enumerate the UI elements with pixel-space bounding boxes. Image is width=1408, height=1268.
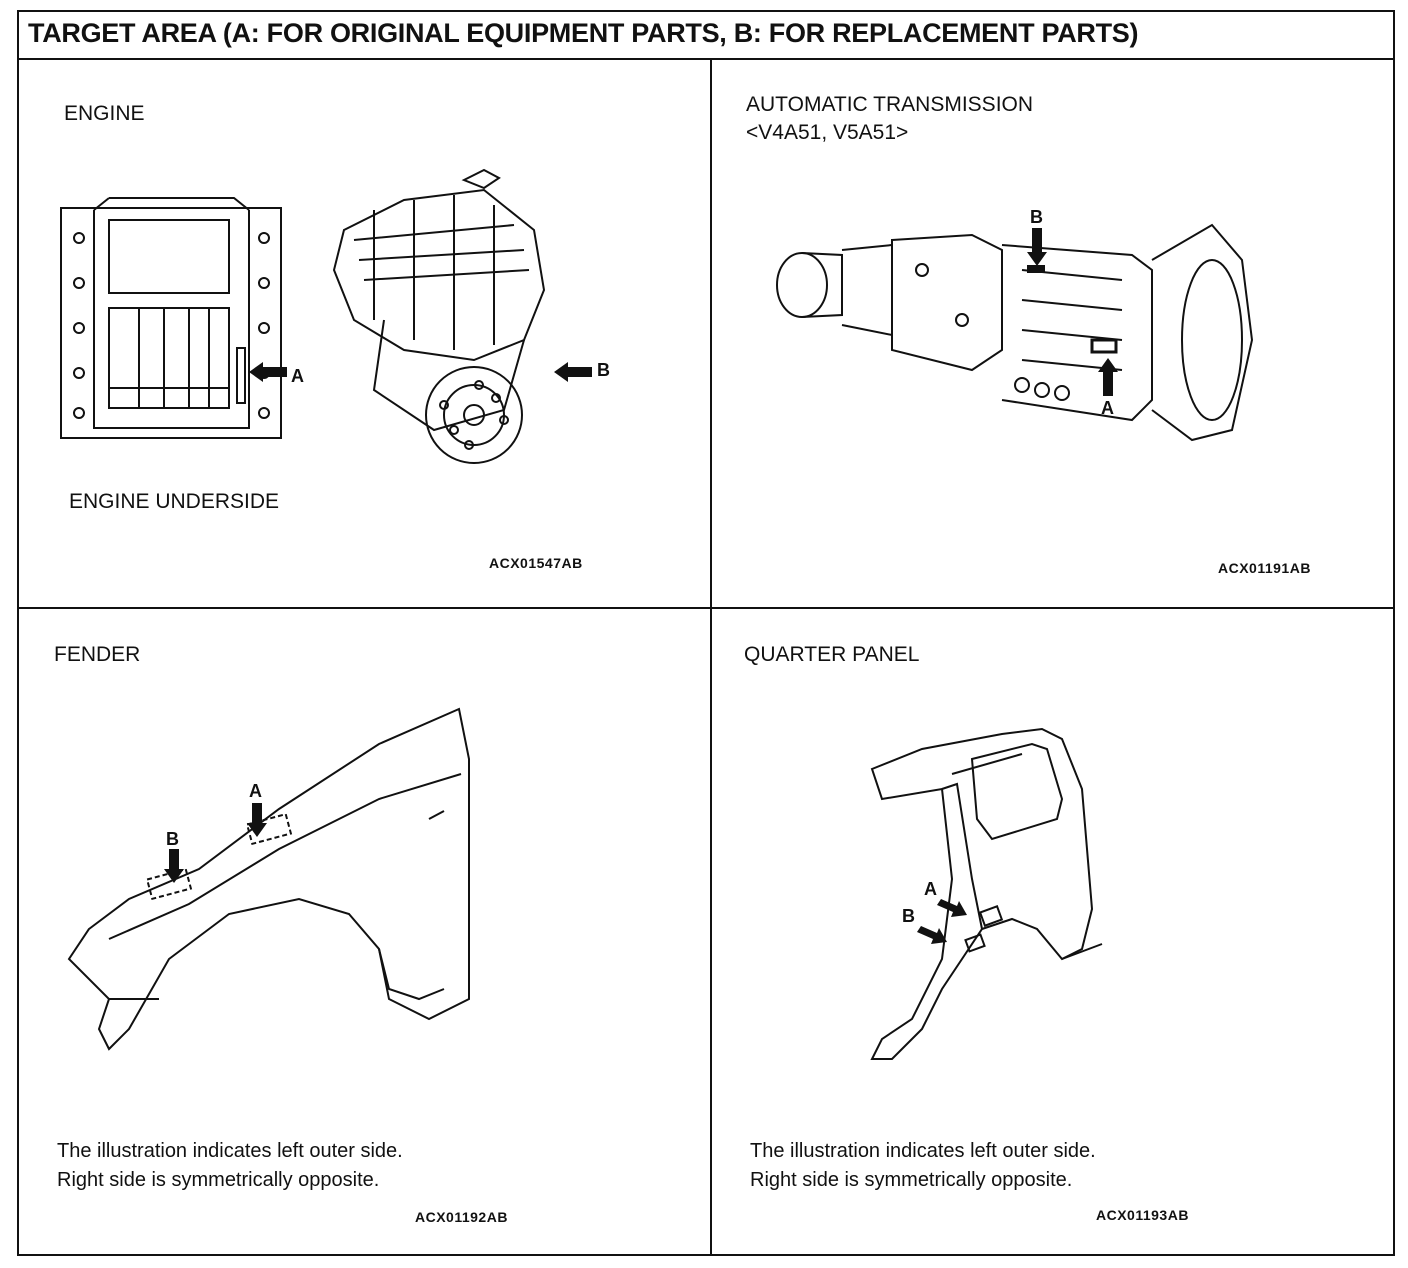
transmission-panel: AUTOMATIC TRANSMISSION <V4A51, V5A51> — [712, 60, 1395, 607]
transmission-label: AUTOMATIC TRANSMISSION — [746, 93, 1034, 116]
quarter-panel-callout-b: B — [902, 906, 915, 926]
engine-arrow-a-icon — [249, 362, 287, 382]
illustration-grid: ENGINE — [19, 60, 1393, 1254]
engine-callout-b: B — [597, 360, 610, 380]
transmission-figure-code: ACX01191AB — [1218, 560, 1311, 576]
fender-arrow-a-icon — [247, 803, 267, 837]
quarter-panel-figure-code: ACX01193AB — [1096, 1207, 1189, 1223]
transmission-callout-b: B — [1030, 207, 1043, 227]
fender-callout-b: B — [166, 829, 179, 849]
fender-label: FENDER — [54, 643, 141, 666]
fender-arrow-b-icon — [164, 849, 184, 883]
transmission-arrow-b-icon — [1027, 228, 1047, 266]
quarter-panel-arrow-b-icon — [917, 926, 947, 944]
engine-underside-illustration — [60, 197, 282, 439]
quarter-panel-panel: QUARTER PANEL A B The illustr — [712, 609, 1395, 1256]
quarter-panel-callout-a: A — [924, 879, 937, 899]
quarter-panel-note-line-1: The illustration indicates left outer si… — [750, 1140, 1096, 1162]
transmission-arrow-a-icon — [1098, 358, 1118, 396]
fender-figure-code: ACX01192AB — [415, 1209, 508, 1225]
transmission-models: <V4A51, V5A51> — [746, 121, 909, 144]
fender-note-line-2: Right side is symmetrically opposite. — [57, 1169, 380, 1191]
fender-note-line-1: The illustration indicates left outer si… — [57, 1140, 403, 1162]
engine-assembly-illustration — [332, 168, 546, 464]
engine-arrow-b-icon — [554, 362, 592, 382]
fender-callout-a: A — [249, 781, 262, 801]
page-title: TARGET AREA (A: FOR ORIGINAL EQUIPMENT P… — [28, 18, 1139, 48]
engine-figure-code: ACX01547AB — [489, 555, 583, 571]
target-area-sheet: TARGET AREA (A: FOR ORIGINAL EQUIPMENT P… — [17, 10, 1395, 1256]
engine-underside-label: ENGINE UNDERSIDE — [69, 490, 280, 513]
sheet-header: TARGET AREA (A: FOR ORIGINAL EQUIPMENT P… — [19, 12, 1393, 60]
engine-panel: ENGINE — [19, 60, 710, 607]
fender-illustration — [67, 707, 470, 1051]
quarter-panel-illustration — [870, 727, 1103, 1060]
vertical-divider — [710, 60, 712, 1254]
horizontal-divider — [19, 607, 1393, 609]
transmission-illustration — [776, 223, 1254, 442]
engine-label: ENGINE — [64, 102, 145, 125]
engine-callout-a: A — [291, 366, 304, 386]
fender-panel: FENDER B A The illustration i — [19, 609, 710, 1256]
transmission-callout-a: A — [1101, 398, 1114, 418]
quarter-panel-note-line-2: Right side is symmetrically opposite. — [750, 1169, 1073, 1191]
quarter-panel-label: QUARTER PANEL — [744, 643, 920, 666]
quarter-panel-arrow-a-icon — [937, 899, 967, 917]
